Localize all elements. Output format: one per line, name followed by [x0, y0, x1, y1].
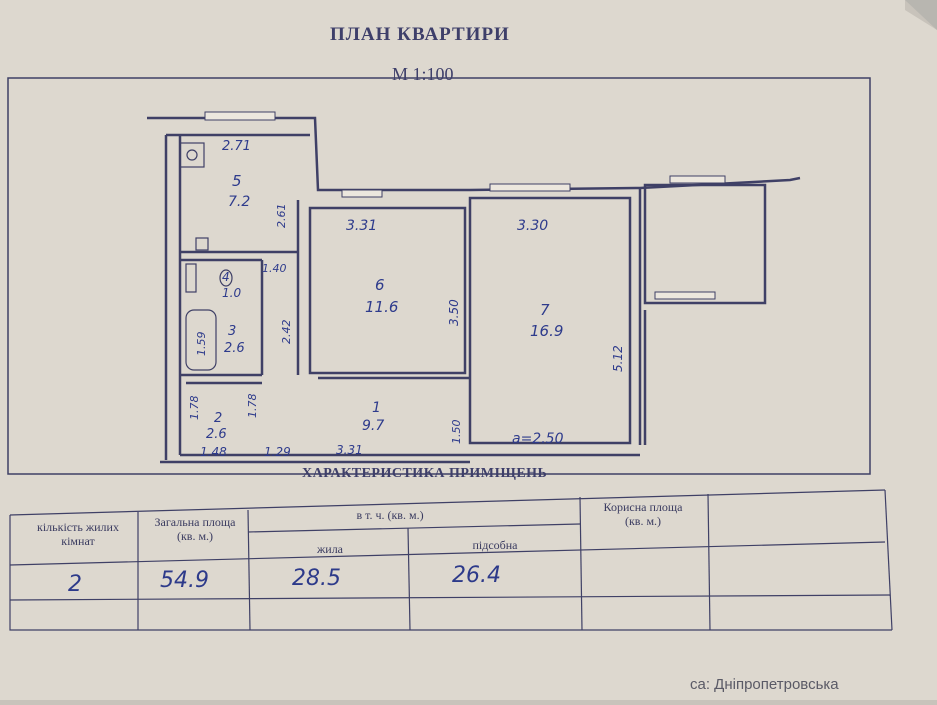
room-1-dim-c: 1.78 — [246, 394, 259, 419]
room-7-number: 7 — [540, 301, 550, 319]
room-2-number: 2 — [214, 411, 222, 426]
room-1-dim-d: 1.50 — [450, 420, 463, 445]
room-1-number: 1 — [372, 400, 381, 416]
col-header-rooms: кількість жилих кімнат — [37, 520, 119, 548]
rooms-count-value: 2 — [68, 572, 82, 597]
room-3-dim: 1.59 — [195, 332, 208, 357]
room-3-number: 3 — [228, 324, 236, 339]
total-area-value: 54.9 — [160, 568, 209, 593]
room-5-dim-b: 2.61 — [275, 204, 288, 229]
room-7-dim-c: a=2.50 — [512, 431, 564, 447]
room-7-dim-a: 3.30 — [517, 218, 548, 234]
room-4-area: 1.0 — [222, 286, 241, 300]
col-header-aux: підсобна — [472, 538, 518, 552]
room-7-area: 16.9 — [530, 322, 563, 340]
living-area-value: 28.5 — [292, 566, 341, 591]
room-4-number: 4 — [222, 270, 230, 284]
room-7-dim-b: 5.12 — [611, 345, 625, 372]
room-6-dim-c: 2.42 — [280, 320, 293, 345]
section-title: ХАРАКТЕРИСТИКА ПРИМІЩЕНЬ — [302, 466, 548, 481]
room-6-area: 11.6 — [365, 298, 398, 316]
room-1-dim-b: 1.29 — [264, 445, 291, 459]
col-header-incl: в т. ч. (кв. м.) — [356, 508, 424, 522]
room-6-dim-b: 3.50 — [447, 299, 461, 326]
col-header-useful: Корисна площа (кв. м.) — [603, 500, 683, 528]
room-1-area: 9.7 — [362, 418, 384, 434]
col-header-living: жила — [316, 542, 344, 556]
room-2-dim-a: 1.78 — [188, 396, 201, 421]
room-3-area: 2.6 — [224, 341, 245, 356]
col-header-total: Загальна площа (кв. м.) — [154, 515, 236, 543]
address-fragment: са: Дніпропетровська — [690, 676, 839, 693]
room-2-area: 2.6 — [206, 427, 227, 442]
room-1-dim-a: 3.31 — [336, 443, 363, 457]
room-5-dim-a: 2.71 — [222, 139, 251, 154]
room-5-number: 5 — [232, 172, 242, 190]
room-6-number: 6 — [375, 276, 385, 294]
aux-area-value: 26.4 — [452, 563, 501, 588]
scale-label: М 1:100 — [392, 64, 454, 84]
room-2-dim-b: 1.48 — [200, 445, 227, 459]
room-6-dim-a: 3.31 — [346, 218, 377, 234]
page-title: ПЛАН КВАРТИРИ — [330, 24, 510, 45]
room-5-area: 7.2 — [228, 194, 250, 210]
room-4-dim: 1.40 — [262, 262, 287, 275]
